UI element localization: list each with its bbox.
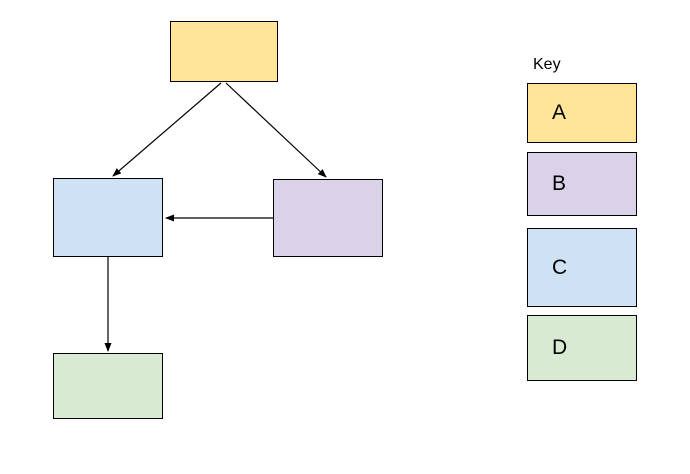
key-item-label: B bbox=[552, 172, 567, 195]
key-item-label: C bbox=[552, 255, 568, 279]
diagram-node-c bbox=[53, 178, 163, 257]
key-item-d: D bbox=[527, 315, 637, 381]
key-item-label: A bbox=[552, 101, 567, 124]
diagram-node-b bbox=[273, 179, 383, 257]
key-item-a: A bbox=[527, 83, 637, 143]
diagram-node-d bbox=[53, 353, 163, 419]
diagram-node-a bbox=[170, 21, 278, 82]
key-item-label: D bbox=[552, 336, 568, 359]
key-item-c: C bbox=[527, 228, 637, 307]
key-title: Key bbox=[533, 56, 561, 73]
key-item-b: B bbox=[527, 152, 637, 216]
